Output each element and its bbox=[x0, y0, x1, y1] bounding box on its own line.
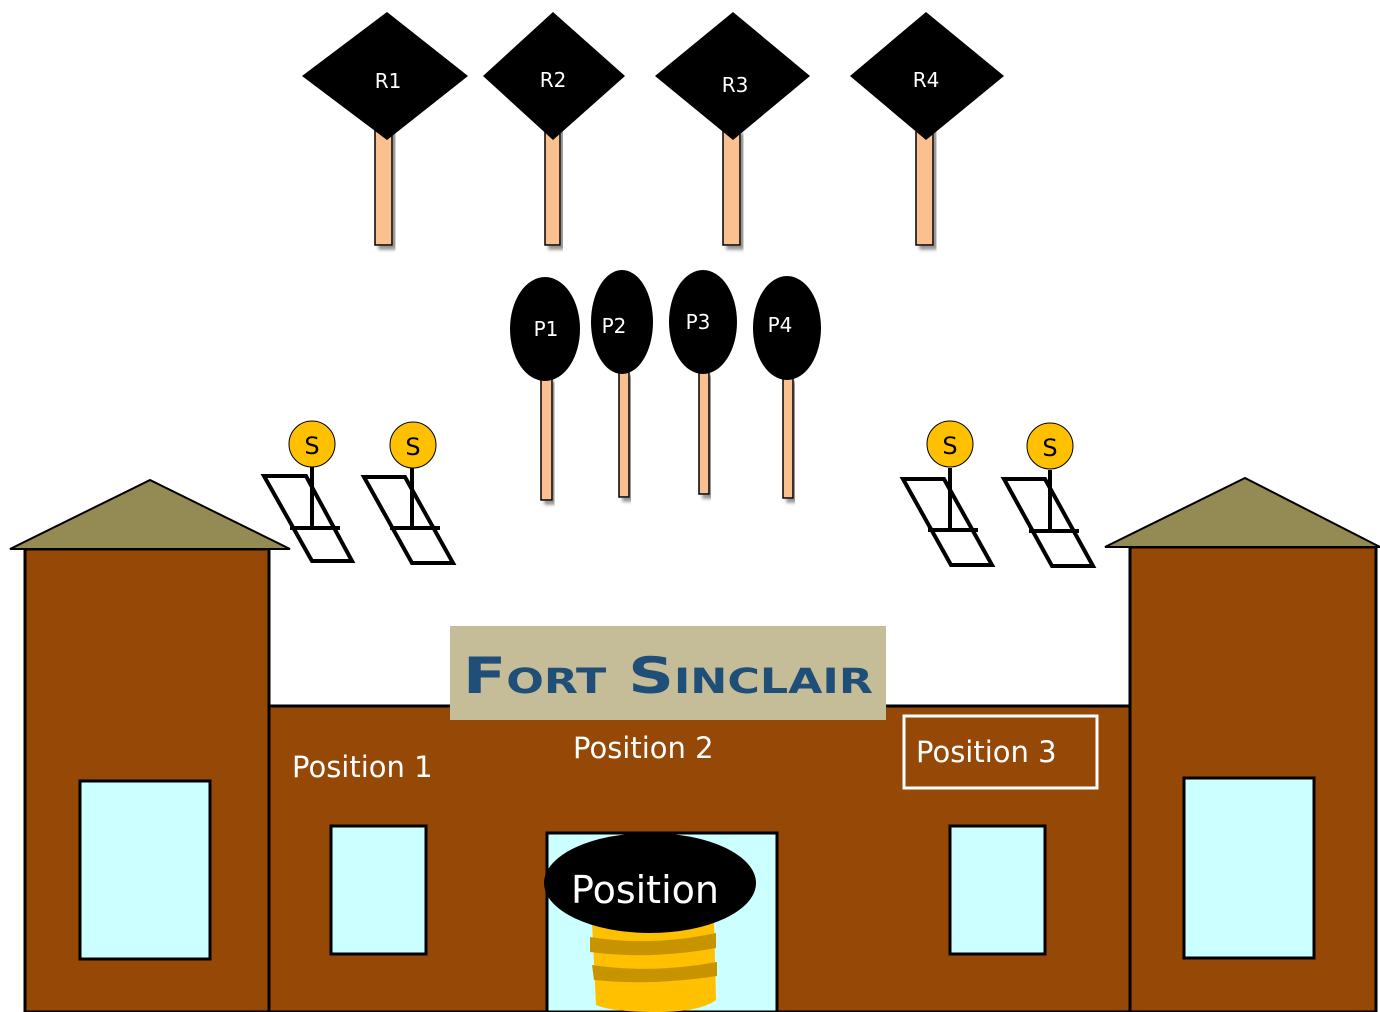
oval-signpost-icon bbox=[782, 377, 794, 499]
coin-trap-icon bbox=[1000, 470, 1097, 568]
fort-building bbox=[9, 476, 1380, 1012]
r-sign-1[interactable]: R1 bbox=[302, 12, 468, 246]
s-trap-1[interactable]: S bbox=[260, 420, 356, 563]
r-sign-3-label: R3 bbox=[722, 73, 749, 97]
s-trap-1-label: S bbox=[304, 432, 319, 460]
oval-signpost-icon bbox=[698, 371, 710, 495]
r-sign-4-diamond bbox=[850, 12, 1004, 140]
coin-trap-icon bbox=[260, 467, 356, 563]
position-1-label[interactable]: Position 1 bbox=[292, 750, 433, 784]
right-tower-roof bbox=[1104, 476, 1380, 548]
fort-sign-title: Fort Sinclair bbox=[463, 647, 873, 705]
wall-window-left bbox=[329, 824, 428, 956]
r-sign-4-label: R4 bbox=[913, 68, 940, 92]
left-tower-roof bbox=[9, 478, 291, 550]
oval-signpost-icon bbox=[540, 377, 553, 501]
p-sign-1-oval bbox=[510, 277, 580, 381]
oval-signpost-icon bbox=[618, 371, 630, 498]
p-sign-1[interactable]: P1 bbox=[510, 277, 580, 501]
s-trap-3-coin bbox=[926, 420, 974, 468]
r-sign-2[interactable]: R2 bbox=[483, 12, 625, 246]
p-sign-2-oval bbox=[591, 270, 653, 374]
s-trap-2[interactable]: S bbox=[360, 421, 457, 565]
s-trap-2-label: S bbox=[405, 433, 420, 461]
r-sign-2-label: R2 bbox=[540, 68, 567, 92]
p-sign-3[interactable]: P3 bbox=[669, 270, 737, 495]
player-position-label: Position bbox=[571, 868, 719, 912]
s-trap-3-label: S bbox=[942, 432, 957, 460]
r-sign-1-label: R1 bbox=[375, 69, 402, 93]
player-character[interactable]: Position bbox=[544, 833, 756, 1012]
r-sign-3-diamond bbox=[655, 12, 810, 140]
p-sign-4-label: P4 bbox=[768, 313, 793, 337]
p-sign-2[interactable]: P2 bbox=[591, 270, 653, 498]
position-2-label[interactable]: Position 2 bbox=[573, 731, 714, 765]
r-sign-4[interactable]: R4 bbox=[850, 12, 1004, 246]
p-sign-3-oval bbox=[669, 270, 737, 374]
p-sign-1-label: P1 bbox=[534, 317, 559, 341]
coin-trap-icon bbox=[899, 468, 996, 567]
s-trap-4[interactable]: S bbox=[1000, 422, 1097, 568]
p-sign-4[interactable]: P4 bbox=[753, 276, 821, 499]
r-sign-1-diamond bbox=[302, 12, 468, 140]
left-tower-window bbox=[78, 779, 212, 961]
position-3-label[interactable]: Position 3 bbox=[916, 735, 1057, 769]
s-trap-2-coin bbox=[389, 421, 437, 469]
diamond-signpost-icon bbox=[544, 124, 561, 246]
r-sign-2-diamond bbox=[483, 12, 625, 140]
p-sign-3-label: P3 bbox=[686, 310, 711, 334]
player-body-icon bbox=[590, 922, 717, 1012]
right-tower-window bbox=[1182, 776, 1316, 960]
wall-window-right bbox=[948, 824, 1047, 956]
position-markers: Position 1 Position 2 Position 3 bbox=[292, 714, 1099, 790]
fort-sign-board bbox=[450, 626, 886, 720]
r-sign-3[interactable]: R3 bbox=[655, 12, 810, 246]
p-sign-2-label: P2 bbox=[602, 314, 627, 338]
diamond-signpost-icon bbox=[374, 124, 393, 246]
s-trap-3[interactable]: S bbox=[899, 420, 996, 567]
player-position-bubble bbox=[544, 833, 756, 933]
p-sign-4-oval bbox=[753, 276, 821, 380]
fort-sign: Fort Sinclair bbox=[450, 626, 886, 720]
diamond-signpost-icon bbox=[722, 129, 741, 246]
s-trap-1-coin bbox=[288, 420, 336, 468]
s-trap-4-label: S bbox=[1042, 434, 1057, 462]
diamond-signpost-icon bbox=[915, 124, 934, 246]
coin-trap-icon bbox=[360, 468, 457, 565]
position-3-highlight-box bbox=[902, 714, 1099, 790]
s-trap-4-coin bbox=[1026, 422, 1074, 470]
